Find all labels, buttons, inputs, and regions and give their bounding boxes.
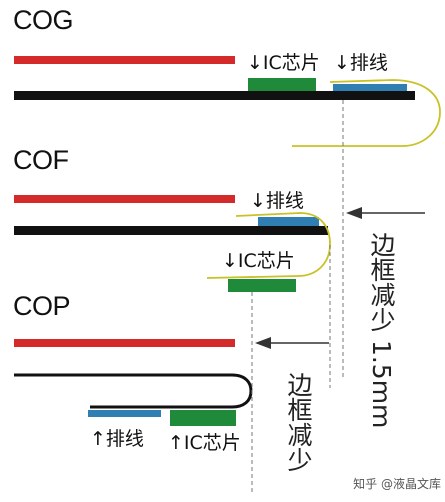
cop-ic-label: ↑IC芯片 (168, 432, 241, 454)
cog-ic-label: ↓IC芯片 (247, 52, 320, 74)
cof-title: COF (13, 145, 69, 175)
cop-flex-cable (88, 410, 161, 417)
cof-ic-chip (228, 279, 296, 292)
cog-red-layer (14, 56, 235, 64)
arrow-cof-reduction-head (346, 207, 362, 219)
cof-flex-label: ↓排线 (250, 190, 304, 212)
cof-black-layer (14, 226, 328, 235)
cog-flex-wire (292, 79, 441, 147)
cof-red-layer (14, 195, 235, 203)
cop-ic-chip (170, 410, 236, 426)
cog-black-layer (14, 91, 415, 100)
cof-flex-cable (258, 217, 319, 226)
cog-flex-label: ↓排线 (334, 52, 388, 74)
watermark: 知乎 @液晶文库 (353, 477, 441, 491)
cof-flex-wire (206, 212, 331, 279)
cog-title: COG (13, 5, 74, 35)
cop-title: COP (13, 291, 71, 321)
cop-red-layer (14, 339, 235, 347)
cog-flex-cable (333, 84, 407, 91)
cop-reduction-note: 边框减少 (284, 372, 313, 472)
cop-flex-label: ↑排线 (90, 428, 144, 450)
cof-ic-label: ↓IC芯片 (222, 250, 295, 272)
cop-bent-panel (14, 373, 253, 409)
cog-ic-chip (248, 78, 316, 91)
arrow-cop-reduction-head (255, 337, 271, 349)
cof-reduction-note: 边框减少 1.5mm (367, 232, 396, 429)
